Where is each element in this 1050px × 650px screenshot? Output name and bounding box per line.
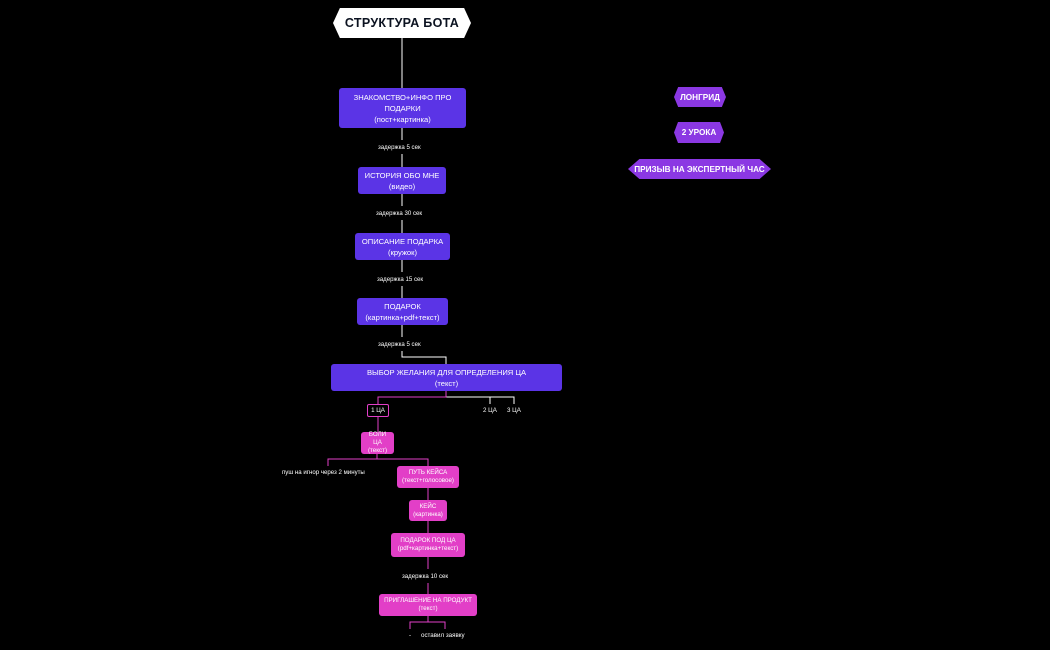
- flow-node-gift-description-line1: ОПИСАНИЕ ПОДАРКА: [361, 236, 444, 246]
- flow-node-audience-choice-line2: (текст): [434, 378, 459, 388]
- ca-node-case-path-line1: ПУТЬ КЕЙСА: [408, 469, 448, 476]
- delay-label-2: задержка 30 сек: [376, 210, 423, 217]
- diagram-title: СТРУКТУРА БОТА: [333, 8, 471, 38]
- ca-node-product-invite-line1: ПРИГЛАШЕНИЕ НА ПРОДУКТ: [384, 597, 472, 604]
- ca-option-1: 1 ЦА: [367, 404, 389, 417]
- push-ignore-label: пуш на игнор через 2 минуты: [282, 469, 365, 476]
- delay-label-3: задержка 15 сек: [377, 276, 424, 283]
- ca-node-pains-line1: БОЛИ ЦА: [368, 431, 387, 446]
- ca-node-product-invite-line2: (текст): [418, 605, 438, 612]
- flow-node-gift: ПОДАРОК (картинка+pdf+текст): [357, 298, 448, 325]
- delay-label-5: задержка 10 сек: [402, 573, 449, 580]
- flow-node-intro: ЗНАКОМСТВО+ИНФО ПРО ПОДАРКИ (пост+картин…: [339, 88, 466, 128]
- ca-node-case-line1: КЕЙС: [419, 502, 437, 510]
- ca-node-pains-line2: (текст): [367, 447, 388, 454]
- flow-node-intro-line1: ЗНАКОМСТВО+ИНФО ПРО: [353, 92, 452, 102]
- ca-node-targeted-gift-line1: ПОДАРОК ПОД ЦА: [400, 537, 456, 544]
- flow-node-gift-line2: (картинка+pdf+текст): [365, 312, 440, 322]
- ca-node-pains: БОЛИ ЦА (текст): [361, 431, 394, 454]
- ca-node-product-invite: ПРИГЛАШЕНИЕ НА ПРОДУКТ (текст): [379, 594, 477, 616]
- flow-node-gift-line1: ПОДАРОК: [384, 301, 421, 311]
- ca-node-targeted-gift-line2: (pdf+картинка+текст): [397, 545, 459, 552]
- side-item-expert-hour: ПРИЗЫВ НА ЭКСПЕРТНЫЙ ЧАС: [628, 159, 771, 179]
- flow-node-audience-choice-line1: ВЫБОР ЖЕЛАНИЯ ДЛЯ ОПРЕДЕЛЕНИЯ ЦА: [366, 367, 527, 377]
- flow-node-story-line2: (видео): [388, 181, 416, 191]
- ca-node-case-line2: (картинка): [413, 510, 443, 518]
- final-option-dash: -: [409, 632, 412, 639]
- ca-node-case-path-line2: (текст+голосовое): [402, 477, 454, 484]
- flow-node-audience-choice: ВЫБОР ЖЕЛАНИЯ ДЛЯ ОПРЕДЕЛЕНИЯ ЦА (текст): [331, 364, 562, 391]
- flow-node-story-line1: ИСТОРИЯ ОБО МНЕ: [364, 170, 440, 180]
- side-item-longread: ЛОНГРИД: [674, 87, 726, 107]
- side-item-two-lessons: 2 УРОКА: [674, 122, 724, 143]
- ca-option-3: 3 ЦА: [507, 407, 521, 414]
- flow-node-gift-description-line2: (кружок): [387, 247, 418, 257]
- delay-label-1: задержка 5 сек: [378, 144, 421, 151]
- flow-node-gift-description: ОПИСАНИЕ ПОДАРКА (кружок): [355, 233, 450, 260]
- flow-node-story: ИСТОРИЯ ОБО МНЕ (видео): [358, 167, 446, 194]
- ca-option-2: 2 ЦА: [483, 407, 497, 414]
- ca-node-case-path: ПУТЬ КЕЙСА (текст+голосовое): [397, 466, 459, 488]
- delay-label-4: задержка 5 сек: [378, 341, 421, 348]
- ca-node-targeted-gift: ПОДАРОК ПОД ЦА (pdf+картинка+текст): [391, 533, 465, 557]
- final-option-application: оставил заявку: [421, 632, 465, 639]
- flow-node-intro-line3: (пост+картинка): [374, 114, 431, 124]
- flow-node-intro-line2: ПОДАРКИ: [384, 103, 421, 113]
- ca-node-case: КЕЙС (картинка): [409, 500, 447, 521]
